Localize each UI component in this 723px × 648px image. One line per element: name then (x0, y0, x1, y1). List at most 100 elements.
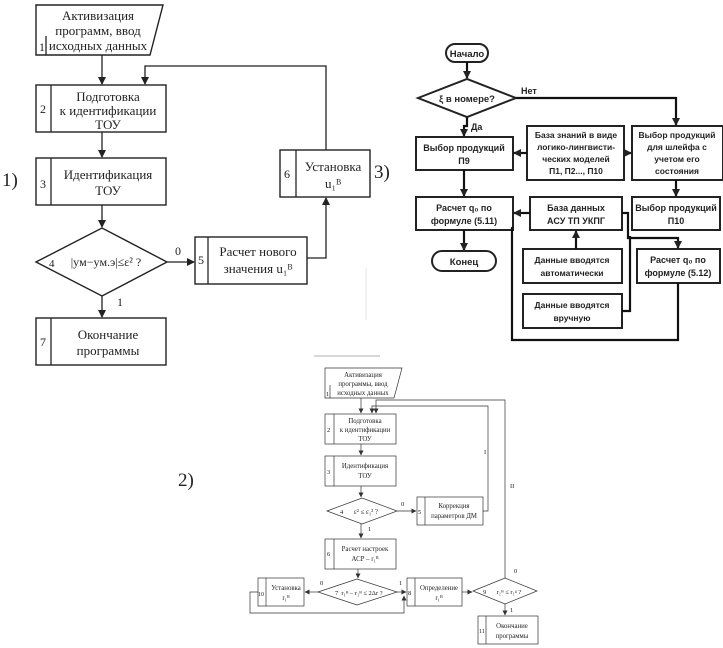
svg-text:П1, П2..., П10: П1, П2..., П10 (549, 166, 603, 176)
svg-text:3: 3 (327, 469, 330, 476)
svg-text:1: 1 (117, 295, 123, 309)
svg-text:Расчет настроек: Расчет настроек (342, 546, 389, 553)
diagram3: Начало ξ в номере? Нет Да Выбор продукци… (415, 43, 723, 342)
d3-knowledge-base: База знаний в виде логико-лингвисти- чес… (526, 125, 625, 181)
svg-text:Выбор продукций: Выбор продукций (639, 130, 716, 140)
d3-formula-512: Расчет q₀ по формуле (5.12) (636, 248, 721, 284)
d1-block-end: 7 Окончание программы (35, 317, 167, 366)
svg-text:r₁ᴮ ≤ r₁ᵍ ?: r₁ᴮ ≤ r₁ᵍ ? (497, 589, 522, 596)
svg-text:Окончание: Окончание (78, 327, 139, 342)
d2-decision-7: 7 r₁ᴮ – r₁ᴮ ≤ 2Δr ? 0 1 (316, 578, 402, 606)
svg-text:6: 6 (284, 167, 290, 181)
svg-text:учетом его: учетом его (654, 154, 699, 164)
d2-block-determine: 8 Определение r₁ᴮ (406, 577, 463, 607)
svg-text:1: 1 (39, 40, 45, 54)
d3-select-production: Выбор продукций для шлейфа с учетом его … (631, 125, 723, 181)
svg-text:Данные вводятся: Данные вводятся (535, 255, 610, 265)
svg-text:10: 10 (258, 592, 264, 598)
d2-block-setting: 10 Установка r₁ᴮ (257, 577, 305, 607)
svg-text:База данных: База данных (547, 203, 605, 213)
svg-text:к идентификации: к идентификации (60, 103, 157, 118)
svg-text:программы: программы (77, 343, 140, 358)
svg-text:0: 0 (175, 244, 181, 258)
svg-text:для шлейфа с: для шлейфа с (647, 142, 707, 152)
svg-text:Данные вводятся: Данные вводятся (535, 300, 610, 310)
svg-text:программ, ввод: программ, ввод (55, 23, 141, 38)
d1-block-recalc: 5 Расчет нового значения u₁ᴮ (194, 236, 308, 285)
svg-text:исходных данных: исходных данных (337, 390, 389, 397)
svg-text:АСУ ТП УКПГ: АСУ ТП УКПГ (547, 216, 605, 226)
d3-start: Начало (445, 43, 489, 63)
d1-block-identify: 3 Идентификация ТОУ (35, 157, 167, 206)
svg-text:0: 0 (514, 568, 517, 575)
d2-block-tuning: 6 Расчет настроек АСР – r₁ᴮ (324, 538, 397, 570)
svg-text:u₁ᴮ: u₁ᴮ (325, 176, 341, 191)
d1-block-prepare: 2 Подготовка к идентификации ТОУ (35, 84, 167, 133)
svg-text:программы, ввод: программы, ввод (338, 381, 388, 388)
d3-auto-input: Данные вводятся автоматически (522, 248, 623, 284)
d2-block-prepare: 2 Подготовка к идентификации ТОУ (324, 413, 397, 445)
svg-text:Подготовка: Подготовка (348, 418, 381, 425)
d3-database: База данных АСУ ТП УКПГ (529, 196, 623, 231)
svg-text:ε² ≤ ε₁² ?: ε² ≤ ε₁² ? (354, 509, 378, 516)
svg-text:Выбор продукций: Выбор продукций (635, 203, 716, 213)
svg-text:|yм−yм.э|≤ε² ?: |yм−yм.э|≤ε² ? (71, 255, 141, 269)
svg-text:вручную: вручную (553, 313, 590, 323)
svg-text:Активизация: Активизация (62, 8, 134, 23)
svg-text:Начало: Начало (450, 49, 485, 60)
diagram1-label: 1) (2, 170, 18, 191)
svg-text:9: 9 (483, 589, 486, 596)
d2-block-correction: 5 Коррекция параметров ДМ (416, 496, 484, 526)
d2-block-input: 1 Активизация программы, ввод исходных д… (324, 367, 403, 399)
svg-text:Коррекция: Коррекция (438, 503, 469, 510)
svg-text:Установка: Установка (271, 585, 301, 592)
d2-block-end: 11 Окончание программы (477, 615, 539, 645)
svg-text:1: 1 (510, 607, 513, 614)
svg-text:r₁ᴮ: r₁ᴮ (435, 595, 443, 602)
svg-text:4: 4 (340, 509, 344, 516)
svg-text:Нет: Нет (521, 86, 537, 96)
svg-text:ческих моделей: ческих моделей (542, 154, 609, 164)
svg-text:Определение: Определение (420, 585, 458, 592)
svg-text:формуле (5.11): формуле (5.11) (431, 216, 497, 226)
svg-text:к идентификации: к идентификации (340, 427, 391, 434)
svg-text:программы: программы (496, 633, 529, 640)
d1-block-set: 6 Установка u₁ᴮ (279, 149, 371, 198)
svg-text:11: 11 (479, 629, 485, 635)
svg-text:7: 7 (40, 335, 46, 349)
svg-text:0: 0 (401, 501, 404, 508)
svg-text:Активизация: Активизация (344, 372, 382, 379)
svg-text:2: 2 (327, 427, 330, 434)
svg-text:Расчет q₀ по: Расчет q₀ по (436, 203, 492, 213)
svg-text:8: 8 (408, 590, 411, 597)
svg-text:формуле (5.12): формуле (5.12) (645, 268, 712, 278)
d3-formula-511: Расчет q₀ по формуле (5.11) (415, 196, 514, 231)
svg-text:База знаний в виде: База знаний в виде (535, 130, 618, 140)
svg-text:ТОУ: ТОУ (95, 117, 121, 132)
svg-text:1: 1 (399, 580, 402, 587)
d2-block-identify: 3 Идентификация ТОУ (324, 455, 397, 487)
svg-text:1: 1 (326, 391, 329, 398)
svg-text:1: 1 (368, 526, 371, 533)
svg-text:r₁ᴮ: r₁ᴮ (282, 595, 290, 602)
d3-connectors (460, 62, 682, 342)
svg-text:Идентификация: Идентификация (64, 167, 153, 182)
diagram2: 1 Активизация программы, ввод исходных д… (249, 367, 539, 645)
d2-decision-4: 4 ε² ≤ ε₁² ? 0 1 (325, 497, 404, 533)
svg-text:Расчет нового: Расчет нового (219, 244, 296, 259)
d1-connectors: 0 1 (98, 55, 330, 318)
svg-text:Идентификация: Идентификация (342, 463, 388, 470)
d3-manual-input: Данные вводятся вручную (522, 293, 623, 329)
d3-p9: Выбор продукций П9 (415, 136, 514, 171)
svg-text:0: 0 (320, 580, 323, 587)
diagram3-label: 3) (374, 162, 390, 183)
svg-text:исходных данных: исходных данных (49, 38, 148, 53)
svg-text:П9: П9 (458, 156, 469, 166)
svg-text:6: 6 (327, 551, 331, 558)
svg-text:Расчет q₀ по: Расчет q₀ по (650, 255, 706, 265)
d2-connectors: I II (249, 398, 514, 616)
svg-text:Установка: Установка (305, 159, 362, 174)
svg-text:5: 5 (418, 509, 421, 516)
svg-text:ξ в номере?: ξ в номере? (439, 94, 495, 105)
